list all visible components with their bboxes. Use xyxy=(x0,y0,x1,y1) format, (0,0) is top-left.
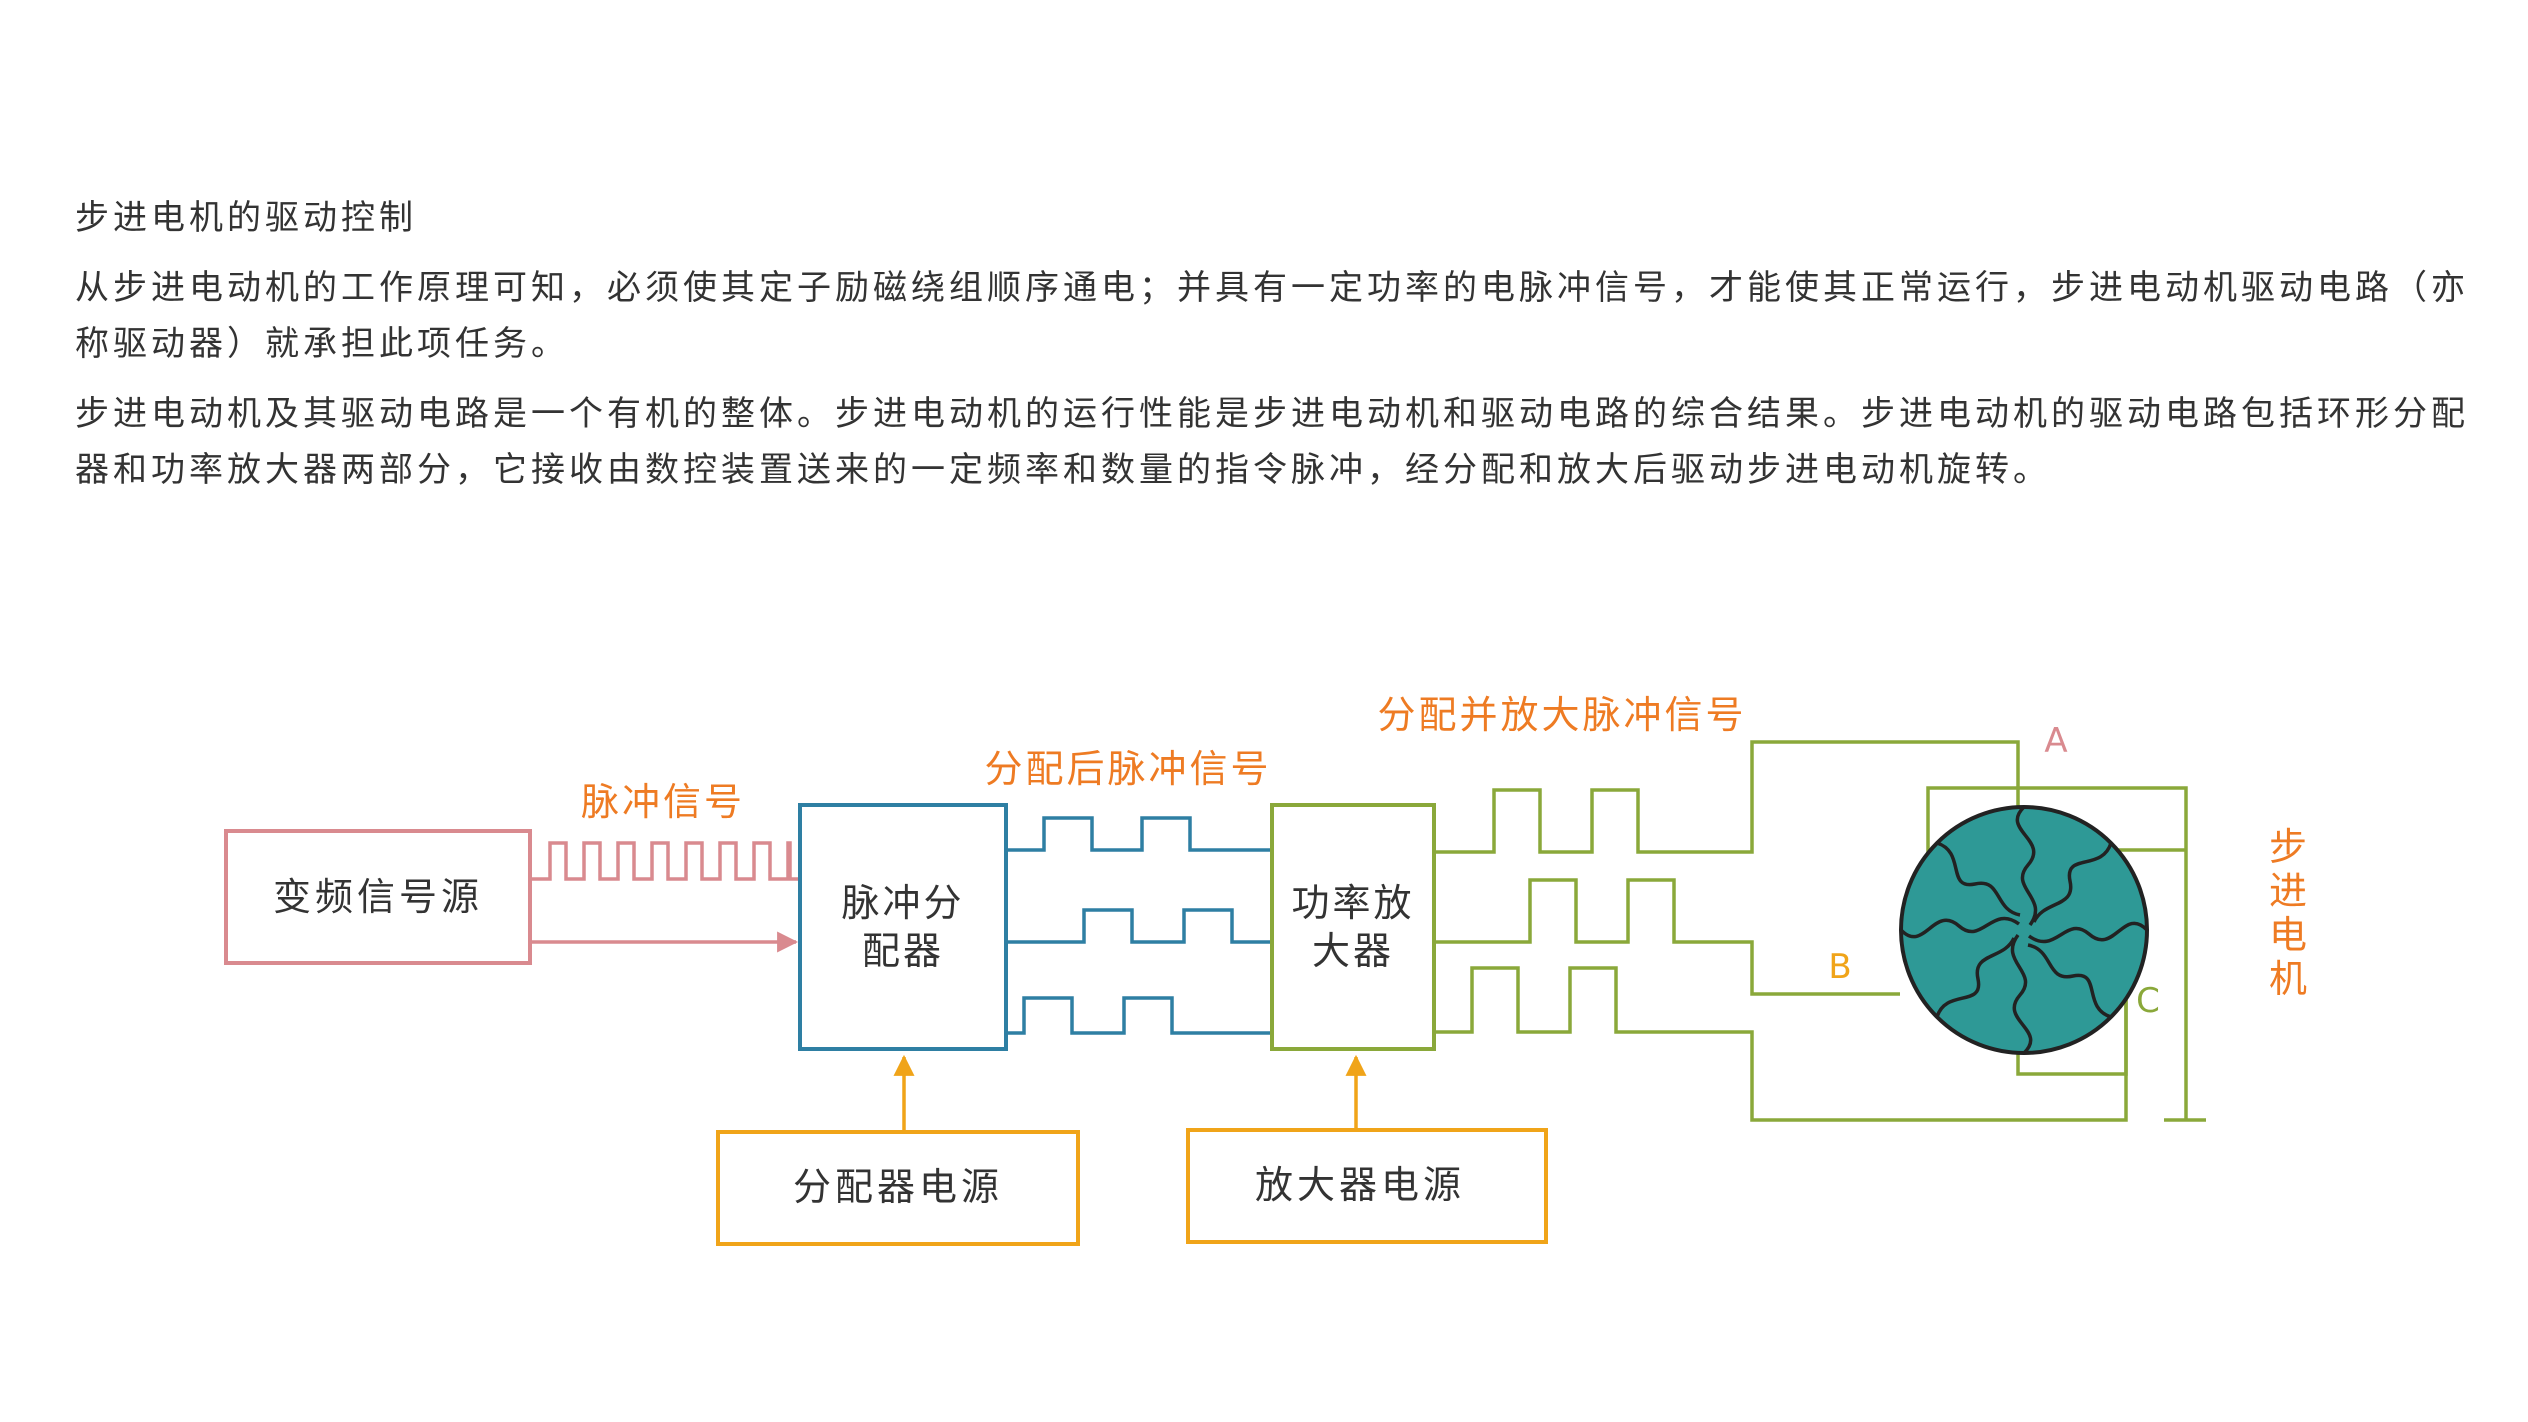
distributor-label-line1: 脉冲分 xyxy=(841,881,964,925)
amplifier-power-label: 放大器电源 xyxy=(1255,1163,1465,1207)
phase-a-label: A xyxy=(2044,721,2067,761)
paragraph-2: 步进电动机及其驱动电路是一个有机的整体。步进电动机的运行性能是步进电动机和驱动电… xyxy=(75,394,2469,490)
amplified-pulse-line-b xyxy=(1434,878,1900,996)
distributed-pulse-line-3 xyxy=(1006,996,1272,1035)
amplified-pulse-line-c xyxy=(1434,966,2128,1122)
motor-winding-frame xyxy=(1926,786,2206,1122)
phase-c-label: C xyxy=(2136,981,2160,1021)
phase-b-label: B xyxy=(1828,947,1851,987)
distributed-signal-label: 分配后脉冲信号 xyxy=(984,747,1271,791)
paragraph-1: 从步进电动机的工作原理可知，必须使其定子励磁绕组顺序通电；并具有一定功率的电脉冲… xyxy=(75,268,2469,364)
motor-label-char-2: 进 xyxy=(2269,869,2307,913)
amplified-pulse-line-a xyxy=(1434,740,2020,854)
source-label: 变频信号源 xyxy=(273,875,483,919)
source-pulse-train xyxy=(530,841,798,881)
distributed-pulse-line-2 xyxy=(1006,908,1272,944)
distributed-pulse-line-1 xyxy=(1006,816,1272,852)
distributor-power-block xyxy=(716,1130,1080,1246)
distributor-block xyxy=(798,803,1008,1051)
motor-label-char-1: 步 xyxy=(2269,825,2307,869)
amplified-signal-label: 分配并放大脉冲信号 xyxy=(1377,693,1746,737)
motor-winding-curves xyxy=(1899,805,2149,1055)
article-heading: 步进电机的驱动控制 xyxy=(75,198,417,238)
amplifier-label-line1: 功率放 xyxy=(1291,881,1414,925)
motor-label-char-3: 电 xyxy=(2269,913,2307,957)
pulse-signal-label: 脉冲信号 xyxy=(581,780,745,824)
distributor-power-label: 分配器电源 xyxy=(793,1165,1003,1209)
source-block xyxy=(224,829,532,965)
amplifier-power-block xyxy=(1186,1128,1548,1244)
amplifier-block xyxy=(1270,803,1436,1051)
distributor-label-line2: 配器 xyxy=(862,929,944,973)
article: 步进电机的驱动控制 从步进电动机的工作原理可知，必须使其定子励磁绕组顺序通电；并… xyxy=(75,190,2475,512)
amplifier-label-line2: 大器 xyxy=(1312,929,1394,973)
motor-label-char-4: 机 xyxy=(2269,957,2307,1001)
